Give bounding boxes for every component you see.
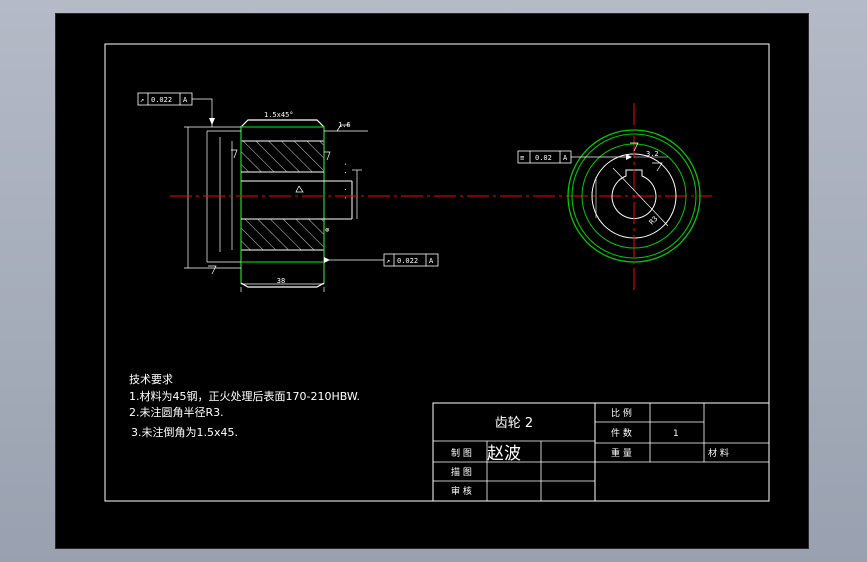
runout-frame-bottom: ↗ 0.022 A	[324, 253, 439, 267]
width-dim-label: 38	[277, 277, 285, 285]
keyway-label: 3.2	[646, 150, 659, 158]
svg-text:·: ·	[590, 189, 594, 197]
chamfer-label: 1.5x45°	[264, 111, 294, 119]
symmetry-value: 0.02	[535, 154, 552, 162]
runout-top-value: 0.022	[151, 96, 172, 104]
front-section-view: 38 · · · · · 1.5x45° 1.6 ⊗	[184, 111, 368, 292]
part-name: 齿轮 2	[495, 416, 533, 431]
symmetry-frame: ≡ 0.02 A	[517, 150, 632, 164]
weight-label: 重 量	[611, 447, 632, 459]
checked-label: 描 图	[451, 466, 472, 478]
fillet-label: R3	[648, 215, 660, 227]
approved-label: 审 核	[451, 485, 472, 497]
lower-hatch	[240, 218, 325, 251]
tech-req-item-3: 3.未注倒角为1.5x45.	[131, 425, 238, 439]
svg-text:⊗: ⊗	[325, 226, 329, 234]
drawn-value: 赵波	[487, 444, 521, 464]
tech-req-item-2: 2.未注圆角半径R3.	[129, 405, 224, 419]
tech-req-heading: 技术要求	[129, 373, 173, 386]
runout-icon: ↗	[140, 96, 144, 104]
runout-bottom-value: 0.022	[397, 257, 418, 265]
material-label: 材 料	[708, 447, 729, 459]
symmetry-icon: ≡	[520, 154, 524, 162]
roughness-label: 1.6	[338, 121, 351, 129]
outer-circle	[571, 133, 697, 259]
drawn-label: 制 图	[451, 447, 472, 459]
runout-frame-top: ↗ 0.022 A	[137, 92, 215, 127]
pieces-label: 件 数	[611, 427, 632, 439]
runout-icon-bottom: ↗	[386, 257, 390, 265]
bore-with-keyway	[611, 169, 657, 219]
symmetry-datum: A	[563, 154, 568, 162]
upper-hatch	[240, 140, 325, 173]
side-view: R3 · 3.2	[567, 103, 701, 294]
tech-requirements: 技术要求 1.材料为45钢，正火处理后表面170-210HBW. 2.未注圆角半…	[129, 373, 360, 439]
title-block: 齿轮 2 比 例 件 数 1 重 量 材 料 制 图 赵波 描 图 审 核	[432, 402, 770, 502]
runout-bottom-datum: A	[429, 257, 434, 265]
svg-text:· · · · ·: · · · · ·	[342, 162, 350, 200]
pieces-value: 1	[673, 429, 679, 439]
tech-req-item-1: 1.材料为45钢，正火处理后表面170-210HBW.	[129, 389, 360, 403]
drawing-viewport[interactable]	[56, 14, 808, 548]
scale-label: 比 例	[611, 407, 632, 419]
runout-top-datum: A	[183, 96, 188, 104]
